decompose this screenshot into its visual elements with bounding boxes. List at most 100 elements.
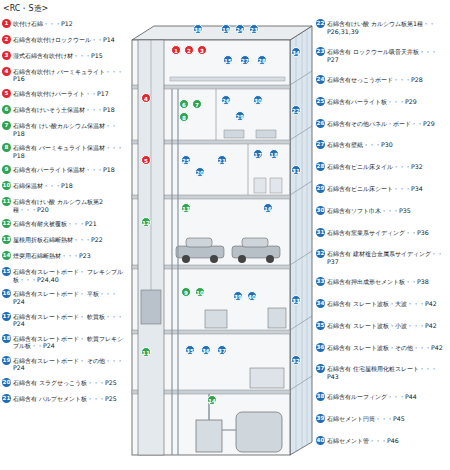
item-text: 屋根用折板石綿断熱材・・・P22 bbox=[13, 235, 126, 244]
item-number: 10 bbox=[2, 181, 11, 190]
item-number: 3 bbox=[2, 51, 11, 60]
item-text: 石綿含有スレートボード・ 平板・・・P24 bbox=[13, 289, 126, 305]
callout-number: 7 bbox=[192, 99, 202, 109]
item-text: 煙突用石綿断熱材・・・P23 bbox=[13, 251, 126, 260]
item-number: 30 bbox=[316, 206, 325, 215]
callout-number: 28 bbox=[257, 55, 267, 65]
material-item: 19石綿含有スレートボード・ その他・・・P24 bbox=[2, 356, 126, 372]
machine bbox=[268, 308, 286, 328]
boiler bbox=[196, 420, 222, 452]
item-number: 26 bbox=[316, 119, 325, 128]
item-text: 石綿含有窯業系サイディング・・P36 bbox=[327, 228, 448, 237]
item-number: 18 bbox=[2, 334, 11, 343]
material-item: 20石綿含有 スラグせっこう板・・・P25 bbox=[2, 378, 126, 387]
item-text: 石綿含有せっこうボード・・・P28 bbox=[327, 75, 448, 84]
material-item: 14煙突用石綿断熱材・・・P23 bbox=[2, 251, 126, 260]
item-number: 6 bbox=[2, 105, 11, 114]
item-text: 石綿保温材・・・P18 bbox=[13, 181, 126, 190]
item-text: 石綿含有 建材複合金属系サイディング・・P37 bbox=[327, 249, 448, 265]
item-text: 吹付け石綿・・・P12 bbox=[13, 19, 126, 28]
window-mullion bbox=[302, 32, 303, 447]
item-text: 石綿含有スレートボード・ 軟質フレキシブル板・・P24 bbox=[13, 334, 126, 350]
callout-number: 38 bbox=[193, 24, 203, 34]
item-number: 14 bbox=[2, 251, 11, 260]
callout-number: 16 bbox=[263, 203, 273, 213]
callout-number: 12 bbox=[141, 217, 151, 227]
pipe bbox=[171, 89, 172, 455]
item-text: 石綿含有 パルプセメント板・・・P25 bbox=[13, 394, 126, 403]
callout-number: 24 bbox=[235, 24, 245, 34]
item-text: 石綿含有吹付け バーミキュライト・・・P16 bbox=[13, 67, 126, 83]
callout-number: 1 bbox=[171, 45, 181, 55]
callout-number: 5 bbox=[141, 155, 151, 165]
material-item: 38石綿含有ルーフィング・・・P44 bbox=[316, 392, 448, 401]
callout-number: 25 bbox=[181, 155, 191, 165]
item-text: 石綿含有耐火被覆板・・・P21 bbox=[13, 219, 126, 228]
material-item: 15石綿含有スレートボード・ フレキシブル板・・・P24,40 bbox=[2, 267, 126, 283]
material-item: 7石綿含有 けい酸カルシウム保温材・・P18 bbox=[2, 121, 126, 137]
callout-number: 34 bbox=[291, 47, 301, 57]
item-text: 石綿含有パーライト保温材・・・P18 bbox=[13, 165, 126, 174]
callout-number: 20 bbox=[195, 167, 205, 177]
item-number: 8 bbox=[2, 143, 11, 152]
callout-number: 14 bbox=[207, 395, 217, 405]
side-floor-line bbox=[290, 71, 312, 85]
material-item: 32石綿含有 建材複合金属系サイディング・・P37 bbox=[316, 249, 448, 265]
item-number: 13 bbox=[2, 235, 11, 244]
material-item: 11石綿含有けい酸 カルシウム板第2種・・・P20 bbox=[2, 197, 126, 213]
callout-number: 17 bbox=[253, 149, 263, 159]
item-text: 石綿含有けい酸 カルシウム板第1種・・P26,31,39 bbox=[327, 19, 448, 35]
pipe bbox=[177, 89, 178, 455]
material-item: 9石綿含有パーライト保温材・・・P18 bbox=[2, 165, 126, 174]
item-number: 2 bbox=[2, 35, 11, 44]
item-number: 17 bbox=[2, 312, 11, 321]
material-item: 12石綿含有耐火被覆板・・・P21 bbox=[2, 219, 126, 228]
item-number: 24 bbox=[316, 75, 325, 84]
partition bbox=[248, 144, 249, 195]
item-text: 石綿含有 けい酸カルシウム保温材・・P18 bbox=[13, 121, 126, 137]
item-text: 石綿含有壁紙・・・P30 bbox=[327, 140, 448, 149]
item-number: 15 bbox=[2, 267, 11, 276]
item-number: 16 bbox=[2, 289, 11, 298]
item-text: 石綿含有パーライト板・・・P29 bbox=[327, 97, 448, 106]
item-text: 石綿含有吹付けパーライト・・P17 bbox=[13, 89, 126, 98]
item-text: 石綿含有 スレート波板・小波・・・P42 bbox=[327, 321, 448, 330]
callout-number: 10 bbox=[195, 287, 205, 297]
desk bbox=[256, 130, 276, 138]
material-item: 39石綿セメント円筒・・・P45 bbox=[316, 414, 448, 423]
side-floor-line bbox=[290, 251, 312, 265]
material-item: 34石綿含有 スレート波板・大波・・・P42 bbox=[316, 299, 448, 308]
item-number: 32 bbox=[316, 249, 325, 258]
item-text: 石綿含有 住宅屋根用化粧スレート・・・P43 bbox=[327, 364, 448, 380]
callout-number: 32 bbox=[291, 355, 301, 365]
item-text: 石綿含有ソフト巾木・・・P35 bbox=[327, 206, 448, 215]
item-text: 石綿含有けいそう土保温材・・・P18 bbox=[13, 105, 126, 114]
item-text: 石綿含有その他パネル・ボード・・P29 bbox=[327, 119, 448, 128]
item-number: 1 bbox=[2, 19, 11, 28]
material-item: 5石綿含有吹付けパーライト・・P17 bbox=[2, 89, 126, 98]
material-item: 8石綿含有 バーミキュライト保温材・・・P18 bbox=[2, 143, 126, 159]
callout-number: 2 bbox=[184, 45, 194, 55]
elevator-shaft bbox=[138, 40, 164, 455]
toilet-booth bbox=[270, 178, 282, 193]
item-text: 石綿セメント管・・・P46 bbox=[327, 436, 448, 445]
material-item: 25石綿含有パーライト板・・・P29 bbox=[316, 97, 448, 106]
item-text: 石綿含有 ロックウール吸音天井板・・・P27 bbox=[327, 47, 448, 63]
car-wheel bbox=[210, 255, 218, 263]
item-number: 20 bbox=[2, 378, 11, 387]
callout-number: 21 bbox=[217, 155, 227, 165]
callout-number: 36 bbox=[201, 345, 211, 355]
callout-number: 18 bbox=[269, 149, 279, 159]
material-item: 31石綿含有窯業系サイディング・・P36 bbox=[316, 228, 448, 237]
material-item: 10石綿保温材・・・P18 bbox=[2, 181, 126, 190]
desk bbox=[224, 130, 244, 138]
side-floor-line bbox=[290, 181, 312, 195]
item-number: 4 bbox=[2, 67, 11, 76]
item-text: 石綿含有ルーフィング・・・P44 bbox=[327, 392, 448, 401]
item-text: 石綿含有スレートボード・ 軟質板・・・P24 bbox=[13, 312, 126, 328]
car-wheel bbox=[182, 255, 190, 263]
material-item: 1吹付け石綿・・・P12 bbox=[2, 19, 126, 28]
material-item: 26石綿含有その他パネル・ボード・・P29 bbox=[316, 119, 448, 128]
window-mullion bbox=[307, 29, 308, 444]
item-text: 石綿含有ビニル床タイル・・・P32 bbox=[327, 162, 448, 171]
